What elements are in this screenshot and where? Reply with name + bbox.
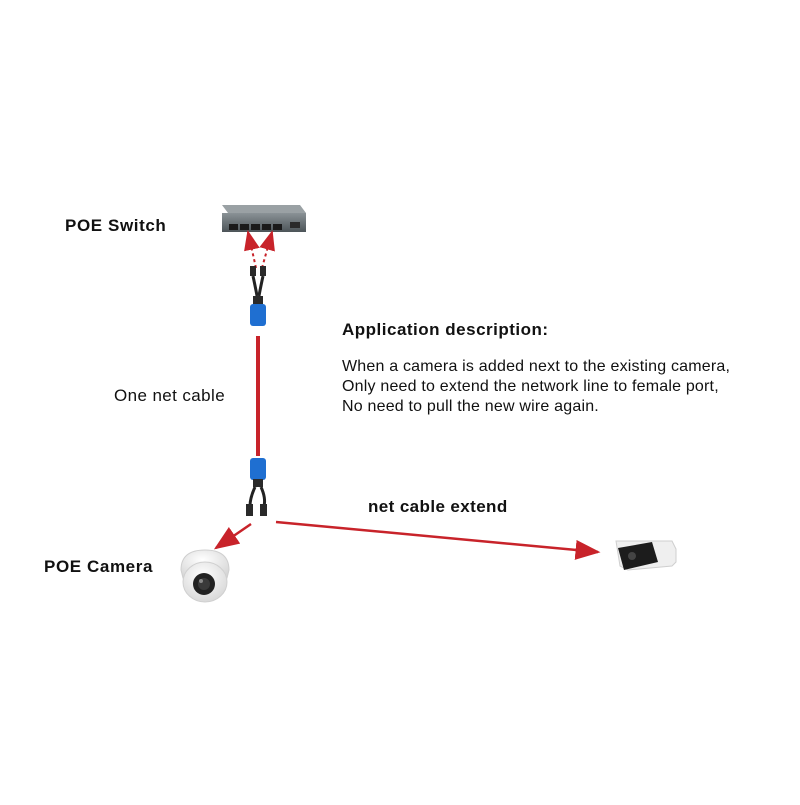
- switch-arrow-left: [244, 230, 260, 269]
- dome-camera-arrow: [213, 522, 252, 550]
- application-description-body: When a camera is added next to the exist…: [342, 357, 730, 417]
- bullet-camera-icon: [615, 540, 677, 571]
- dome-camera-icon: [180, 549, 230, 603]
- bullet-camera-arrow: [275, 520, 601, 560]
- description-line: When a camera is added next to the exist…: [342, 358, 731, 375]
- poe-camera-label: POE Camera: [44, 557, 153, 576]
- poe-switch-label: POE Switch: [65, 216, 167, 235]
- splitter-top-icon: [250, 266, 266, 326]
- poe-switch-icon: [222, 205, 306, 232]
- one-net-cable-label: One net cable: [114, 386, 226, 405]
- application-description-title: Application description:: [342, 320, 549, 339]
- switch-arrow-right: [259, 230, 275, 269]
- splitter-bottom-icon: [246, 458, 267, 516]
- description-line: Only need to extend the network line to …: [342, 378, 719, 395]
- description-line: No need to pull the new wire again.: [342, 398, 599, 415]
- net-cable-extend-label: net cable extend: [368, 497, 508, 516]
